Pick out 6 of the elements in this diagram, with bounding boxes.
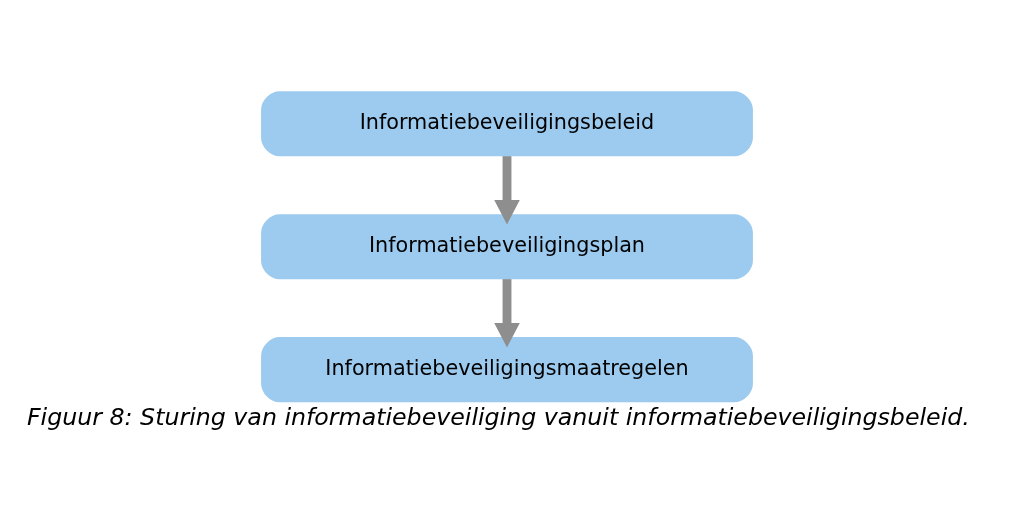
node-box: Informatiebeveiligingsbeleid: [261, 91, 753, 157]
node-box: Informatiebeveiligingsplan: [261, 214, 753, 280]
node-box: Informatiebeveiligingsmaatregelen: [261, 337, 753, 403]
arrow: [494, 279, 520, 348]
caption: Figuur 8: Sturing van informatiebeveiliging vanuit informatiebeveiligingsbeleid.: [27, 402, 970, 431]
arrow: [494, 156, 520, 225]
